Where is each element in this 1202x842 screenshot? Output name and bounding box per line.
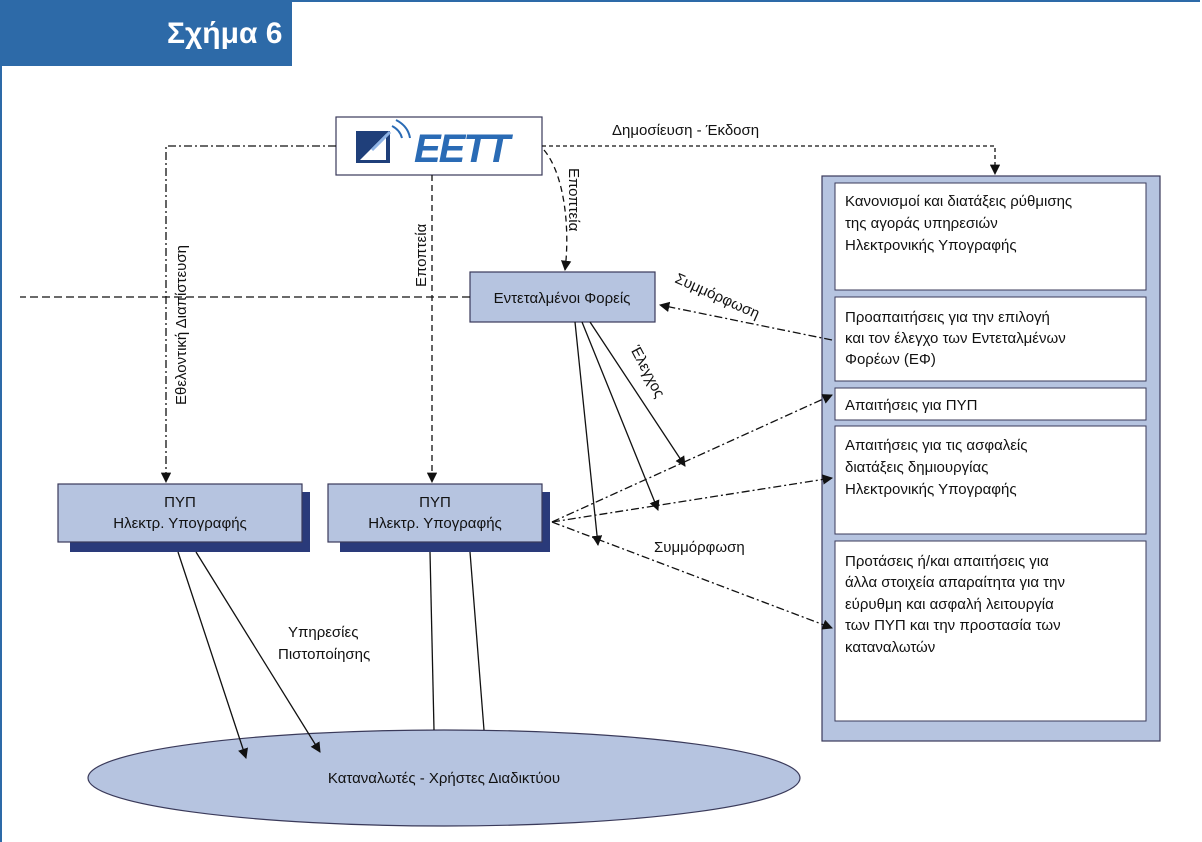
requirement-line: της αγοράς υπηρεσιών: [845, 215, 998, 232]
supervision-center-label: Εποπτεία: [413, 223, 430, 287]
requirement-box: [834, 387, 1147, 421]
svg-text:Κανονισμοί και διατάξεις ρύθμι: Κανονισμοί και διατάξεις ρύθμισης: [845, 193, 1072, 210]
requirement-line: Κανονισμοί και διατάξεις ρύθμισης: [845, 193, 1072, 210]
requirement-box: [834, 296, 1147, 382]
requirement-line: Απαιτήσεις για τις ασφαλείς: [845, 437, 1028, 454]
eett-logo-text: EEΤΤ: [414, 127, 514, 171]
entrusted-bodies-label: Εντεταλμένοι Φορείς: [494, 290, 631, 307]
compliance-pyp-edge: [551, 474, 834, 523]
requirement-line: εύρυθμη και ασφαλή λειτουργία: [845, 596, 1054, 613]
services-edge: [177, 551, 249, 759]
control-label: Έλεγχος: [626, 342, 668, 401]
pyp-left-line1: ΠΥΠ: [164, 494, 196, 511]
requirement-line: και τον έλεγχο των Εντεταλμένων: [845, 330, 1066, 347]
pyp-center-line1: ΠΥΠ: [419, 494, 451, 511]
requirement-line: Φορέων (ΕΦ): [845, 351, 936, 368]
svg-text:Απαιτήσεις για τις ασφαλείς: Απαιτήσεις για τις ασφαλείς: [845, 437, 1028, 454]
pyp-consumers-edge: [469, 551, 485, 731]
svg-text:καταναλωτών: καταναλωτών: [845, 639, 935, 656]
svg-text:και τον έλεγχο των Εντεταλμένω: και τον έλεγχο των Εντεταλμένων: [845, 330, 1066, 347]
svg-text:Προαπαιτήσεις για την επιλογή: Προαπαιτήσεις για την επιλογή: [845, 309, 1050, 326]
supervision-right-edge: [543, 149, 572, 272]
satellite-dish-icon: [356, 119, 411, 163]
requirement-box: [834, 182, 1147, 291]
requirement-line: Ηλεκτρονικής Υπογραφής: [845, 481, 1017, 498]
pyp-left-box: [57, 483, 303, 543]
requirement-line: Ηλεκτρονικής Υπογραφής: [845, 237, 1017, 254]
consumers-label: Καταναλωτές - Χρήστες Διαδικτύου: [328, 770, 560, 787]
services-label-line1: Υπηρεσίες: [288, 624, 358, 641]
consumers-ellipse: [87, 729, 801, 827]
services-label-line2: Πιστοποίησης: [278, 646, 370, 663]
accreditation-edge: [160, 145, 336, 484]
pyp-consumers-edge: [429, 551, 435, 731]
svg-text:Απαιτήσεις για ΠΥΠ: Απαιτήσεις για ΠΥΠ: [845, 397, 977, 414]
pyp-left-line2: Ηλεκτρ. Υπογραφής: [113, 515, 247, 532]
control-edge: [574, 321, 603, 547]
requirement-texts: Κανονισμοί και διατάξεις ρύθμισης της αγ…: [845, 193, 1072, 656]
requirement-line: των ΠΥΠ και την προστασία των: [845, 617, 1061, 634]
compliance-pyp-edge: [551, 394, 833, 523]
svg-text:της αγοράς υπηρεσιών: της αγοράς υπηρεσιών: [845, 215, 998, 232]
requirement-line: καταναλωτών: [845, 639, 935, 656]
control-edge: [581, 321, 660, 511]
svg-text:άλλα στοιχεία απαραίτητα για τ: άλλα στοιχεία απαραίτητα για την: [845, 574, 1065, 591]
svg-text:Ηλεκτρονικής Υπογραφής: Ηλεκτρονικής Υπογραφής: [845, 481, 1017, 498]
requirement-line: Απαιτήσεις για ΠΥΠ: [845, 397, 977, 414]
requirement-line: Προτάσεις ή/και απαιτήσεις για: [845, 553, 1049, 570]
compliance-pyp-edge: [551, 521, 833, 630]
publication-edge: [542, 145, 1001, 176]
svg-text:των ΠΥΠ και την προστασία των: των ΠΥΠ και την προστασία των: [845, 617, 1061, 634]
pyp-center-box: [327, 483, 543, 543]
control-edge: [589, 321, 686, 467]
compliance-top-edge: [658, 301, 833, 341]
compliance-top-label: Συμμόρφωση: [672, 270, 762, 322]
svg-text:Ηλεκτρονικής Υπογραφής: Ηλεκτρονικής Υπογραφής: [845, 237, 1017, 254]
voluntary-accreditation-label: Εθελοντική Διαπίστευση: [173, 245, 190, 405]
supervision-right-label: Εποπτεία: [565, 168, 582, 232]
svg-text:Προτάσεις ή/και απαιτήσεις για: Προτάσεις ή/και απαιτήσεις για: [845, 553, 1049, 570]
svg-text:διατάξεις δημιουργίας: διατάξεις δημιουργίας: [845, 459, 988, 476]
services-edge: [195, 551, 321, 753]
requirement-line: διατάξεις δημιουργίας: [845, 459, 988, 476]
publication-label: Δημοσίευση - Έκδοση: [612, 122, 759, 139]
compliance-bottom-label: Συμμόρφωση: [654, 539, 745, 556]
requirement-box: [834, 425, 1147, 535]
requirement-line: Προαπαιτήσεις για την επιλογή: [845, 309, 1050, 326]
requirement-line: άλλα στοιχεία απαραίτητα για την: [845, 574, 1065, 591]
pyp-center-line2: Ηλεκτρ. Υπογραφής: [368, 515, 502, 532]
svg-text:Φορέων (ΕΦ): Φορέων (ΕΦ): [845, 351, 936, 368]
figure-title: Σχήμα 6: [2, 2, 292, 66]
requirement-box: [834, 540, 1147, 722]
svg-text:εύρυθμη και ασφαλή λειτουργία: εύρυθμη και ασφαλή λειτουργία: [845, 596, 1054, 613]
